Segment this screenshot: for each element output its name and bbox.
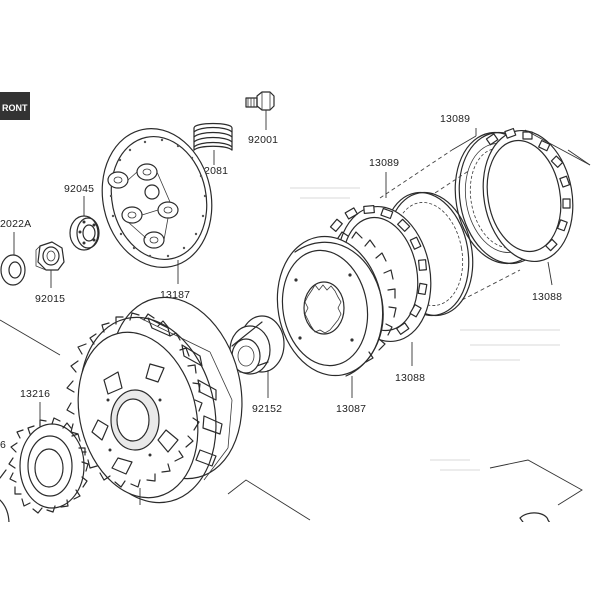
part-13216-gear: 13216 — [8, 388, 89, 514]
front-direction-badge: RONT — [0, 92, 30, 120]
callout-92152: 92152 — [252, 403, 282, 415]
front-label: RONT — [2, 103, 28, 113]
callout-92045: 92045 — [64, 183, 94, 195]
part-92152-collar: 92152 — [229, 315, 285, 415]
part-13087-clutch-hub: 13087 — [276, 231, 397, 415]
part-92022a-washer: 2022A — [0, 218, 31, 286]
part-92045-bearing: 92045 — [64, 183, 100, 251]
top-right-leaders — [379, 128, 591, 301]
background-ghost-lines — [290, 187, 560, 471]
part-92081-spring: 92081 — [193, 122, 233, 177]
callout-92015: 92015 — [35, 293, 65, 305]
part-13088-friction-plate-top — [482, 127, 574, 263]
callout-13089-mid: 13089 — [369, 157, 399, 169]
callout-13088-right: 13088 — [532, 291, 562, 303]
callout-13088-mid: 13088 — [395, 372, 425, 384]
friction-tabs-mid — [329, 204, 428, 335]
callout-92001: 92001 — [248, 134, 278, 146]
callout-6: 6 — [0, 439, 6, 451]
part-clutch-housing — [66, 296, 243, 505]
part-92001-bolt: 92001 — [245, 91, 278, 146]
callout-92022a: 2022A — [0, 218, 31, 230]
bottom-blank-margin — [0, 522, 600, 600]
part-92015-nut: 92015 — [35, 241, 65, 305]
callout-13216: 13216 — [20, 388, 50, 400]
friction-tabs — [485, 127, 571, 252]
callout-13087: 13087 — [336, 403, 366, 415]
part-13187-pressure-plate: 13187 — [101, 128, 213, 301]
left-guide-line — [0, 319, 61, 356]
callout-13089-top: 13089 — [440, 113, 470, 125]
